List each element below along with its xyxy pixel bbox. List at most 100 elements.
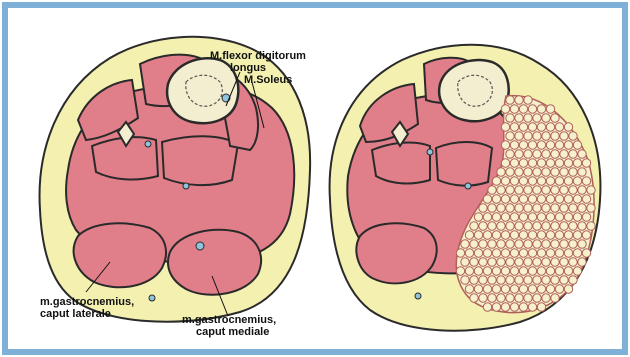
bubble-cell xyxy=(564,123,572,131)
bubble-cell xyxy=(528,213,536,221)
bubble-cell xyxy=(515,222,523,230)
label-gastro-medial-line-2: caput mediale xyxy=(182,326,276,338)
bubble-cell xyxy=(578,258,586,266)
bubble-cell xyxy=(510,159,518,167)
bubble-cell xyxy=(501,303,509,311)
bubble-cell xyxy=(470,240,478,248)
bubble-cell xyxy=(551,222,559,230)
bubble-cell xyxy=(537,123,545,131)
bubble-cell xyxy=(470,294,478,302)
bubble-cell xyxy=(555,123,563,131)
bubble-cell xyxy=(533,132,541,140)
bubble-cell xyxy=(560,132,568,140)
bubble-cell xyxy=(528,105,536,113)
bubble-cell xyxy=(519,195,527,203)
bubble-cell xyxy=(564,231,572,239)
bubble-cell xyxy=(533,150,541,158)
bubble-cell xyxy=(573,249,581,257)
bubble-cell xyxy=(537,159,545,167)
bubble-cell xyxy=(546,195,554,203)
bubble-cell xyxy=(465,267,473,275)
bubble-cell xyxy=(546,213,554,221)
bubble-cell xyxy=(515,150,523,158)
bubble-cell xyxy=(470,222,478,230)
bubble-cell xyxy=(524,168,532,176)
bubble-cell xyxy=(515,132,523,140)
deep-muscle-d xyxy=(436,142,492,186)
bubble-cell xyxy=(524,258,532,266)
bubble-cell xyxy=(483,303,491,311)
bubble-cell xyxy=(524,150,532,158)
bubble-cell xyxy=(537,195,545,203)
label-gastro-lateral: m.gastrocnemius, caput laterale xyxy=(40,296,134,320)
label-flexor-digitorum-longus: M.flexor digitorum longus xyxy=(210,50,306,74)
bubble-cell xyxy=(560,168,568,176)
affected-cross-section xyxy=(330,45,601,331)
bubble-cell xyxy=(515,276,523,284)
bubble-cell xyxy=(506,294,514,302)
bubble-cell xyxy=(488,240,496,248)
bubble-cell xyxy=(519,231,527,239)
bubble-cell xyxy=(492,249,500,257)
bubble-cell xyxy=(506,258,514,266)
bubble-cell xyxy=(542,186,550,194)
bubble-cell xyxy=(560,240,568,248)
bubble-cell xyxy=(564,195,572,203)
bubble-cell xyxy=(524,222,532,230)
bubble-cell xyxy=(474,249,482,257)
label-gastro-medial-line-1: m.gastrocnemius, xyxy=(182,314,276,326)
bubble-cell xyxy=(573,213,581,221)
bubble-cell xyxy=(510,303,518,311)
bubble-cell xyxy=(569,150,577,158)
bubble-cell xyxy=(555,285,563,293)
bubble-cell xyxy=(569,276,577,284)
bubble-cell xyxy=(542,240,550,248)
deep-muscle-c xyxy=(372,143,430,184)
bubble-cell xyxy=(488,276,496,284)
bubble-cell xyxy=(555,231,563,239)
bubble-cell xyxy=(510,123,518,131)
bubble-cell xyxy=(501,213,509,221)
bubble-cell xyxy=(501,195,509,203)
bubble-cell xyxy=(470,258,478,266)
bubble-cell xyxy=(461,276,469,284)
bubble-cell xyxy=(533,258,541,266)
bubble-cell xyxy=(528,159,536,167)
bubble-cell xyxy=(501,123,509,131)
bubble-cell xyxy=(488,204,496,212)
bubble-cell xyxy=(506,114,514,122)
bubble-cell xyxy=(501,285,509,293)
bubble-cell xyxy=(573,177,581,185)
bubble-cell xyxy=(492,213,500,221)
gastro-lateral-affected xyxy=(356,223,436,283)
bubble-cell xyxy=(515,204,523,212)
bubble-cell xyxy=(528,141,536,149)
bubble-cell xyxy=(479,276,487,284)
bubble-cell xyxy=(506,132,514,140)
bubble-cell xyxy=(456,267,464,275)
bubble-cell xyxy=(510,195,518,203)
bubble-cell xyxy=(573,159,581,167)
bubble-cell xyxy=(492,285,500,293)
bubble-cell xyxy=(582,213,590,221)
bubble-cell xyxy=(524,294,532,302)
bubble-cell xyxy=(537,213,545,221)
bubble-cell xyxy=(510,285,518,293)
label-gastro-lateral-line-2: caput laterale xyxy=(40,308,134,320)
bubble-cell xyxy=(519,249,527,257)
bubble-cell xyxy=(488,222,496,230)
bubble-cell xyxy=(569,204,577,212)
bubble-cell xyxy=(510,177,518,185)
bubble-cell xyxy=(519,159,527,167)
bubble-cell xyxy=(546,177,554,185)
bubble-cell xyxy=(546,285,554,293)
tibia-bone-affected xyxy=(439,60,509,121)
bubble-cell xyxy=(479,258,487,266)
bubble-cell xyxy=(546,141,554,149)
bubble-cell xyxy=(560,204,568,212)
bubble-cell xyxy=(524,204,532,212)
bubble-cell xyxy=(551,168,559,176)
bubble-cell xyxy=(470,276,478,284)
bubble-cell xyxy=(533,276,541,284)
bubble-cell xyxy=(533,294,541,302)
